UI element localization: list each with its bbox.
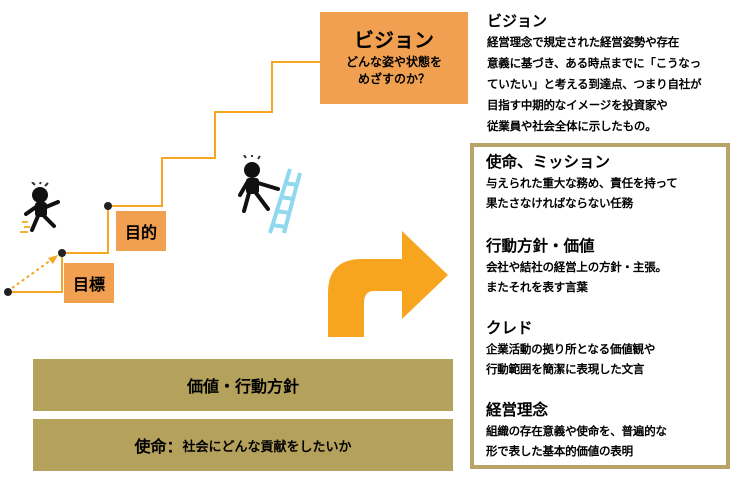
definitions-panel: 使命、ミッション 与えられた重大な務め、責任を持って 果たさなければならない任務… [470,143,730,469]
definition-heading: 行動方針・価値 [486,237,595,255]
mission-bar: 使命： 社会にどんな貢献をしたいか [33,419,453,471]
step-dot [4,288,12,296]
values-policy-bar: 価値・行動方針 [33,359,453,411]
turn-arrow-icon [328,231,448,337]
vision-box: ビジョン どんな姿や状態を めざすのか？ [320,12,468,104]
vision-title: ビジョン [354,28,434,52]
vision-definition: ビジョン 経営理念で規定された経営姿勢や存在 意義に基づき、ある時点までに「こう… [487,10,737,137]
definition-heading: 使命、ミッション [486,153,611,171]
definition-mission: 使命、ミッション 与えられた重大な務め、責任を持って 果たさなければならない任務 [486,151,722,213]
vision-definition-heading: ビジョン [487,12,548,30]
definition-philosophy: 経営理念 組織の存在意義や使命を、普遍的な 形で表した基本的価値の表明 [486,399,722,461]
vision-definition-text: 経営理念で規定された経営姿勢や存在 意義に基づき、ある時点までに「こうなっ てい… [487,35,702,133]
goal-box: 目的 [116,211,166,251]
definition-heading: 経営理念 [486,401,549,419]
vision-subtitle-line1: どんな姿や状態を [345,55,442,69]
step-dot [58,249,66,257]
step-dot [104,202,112,210]
definition-heading: クレド [486,319,533,337]
vision-subtitle-line2: めざすのか？ [357,72,430,86]
ladder-climber-icon [238,155,302,234]
definition-text: 企業活動の拠り所となる価値観や 行動範囲を簡潔に表現した文言 [486,342,656,376]
definition-text: 組織の存在意義や使命を、普遍的な 形で表した基本的価値の表明 [486,424,667,458]
mission-bar-text: 社会にどんな貢献をしたいか [182,439,352,455]
vision-subtitle: どんな姿や状態を めざすのか？ [346,54,442,88]
definition-credo: クレド 企業活動の拠り所となる価値観や 行動範囲を簡潔に表現した文言 [486,317,722,379]
runner-figure-icon [20,182,60,233]
definition-text: 会社や結社の経営上の方針・主張。 またそれを表す言葉 [486,260,667,294]
dotted-arrow-head [48,255,58,264]
stair-line [8,61,320,293]
definition-policy: 行動方針・価値 会社や結社の経営上の方針・主張。 またそれを表す言葉 [486,235,722,297]
dotted-progress-arrow [11,257,55,289]
definition-text: 与えられた重大な務め、責任を持って 果たさなければならない任務 [486,176,678,210]
target-box: 目標 [64,263,114,303]
mission-bar-label: 使命： [134,437,183,456]
